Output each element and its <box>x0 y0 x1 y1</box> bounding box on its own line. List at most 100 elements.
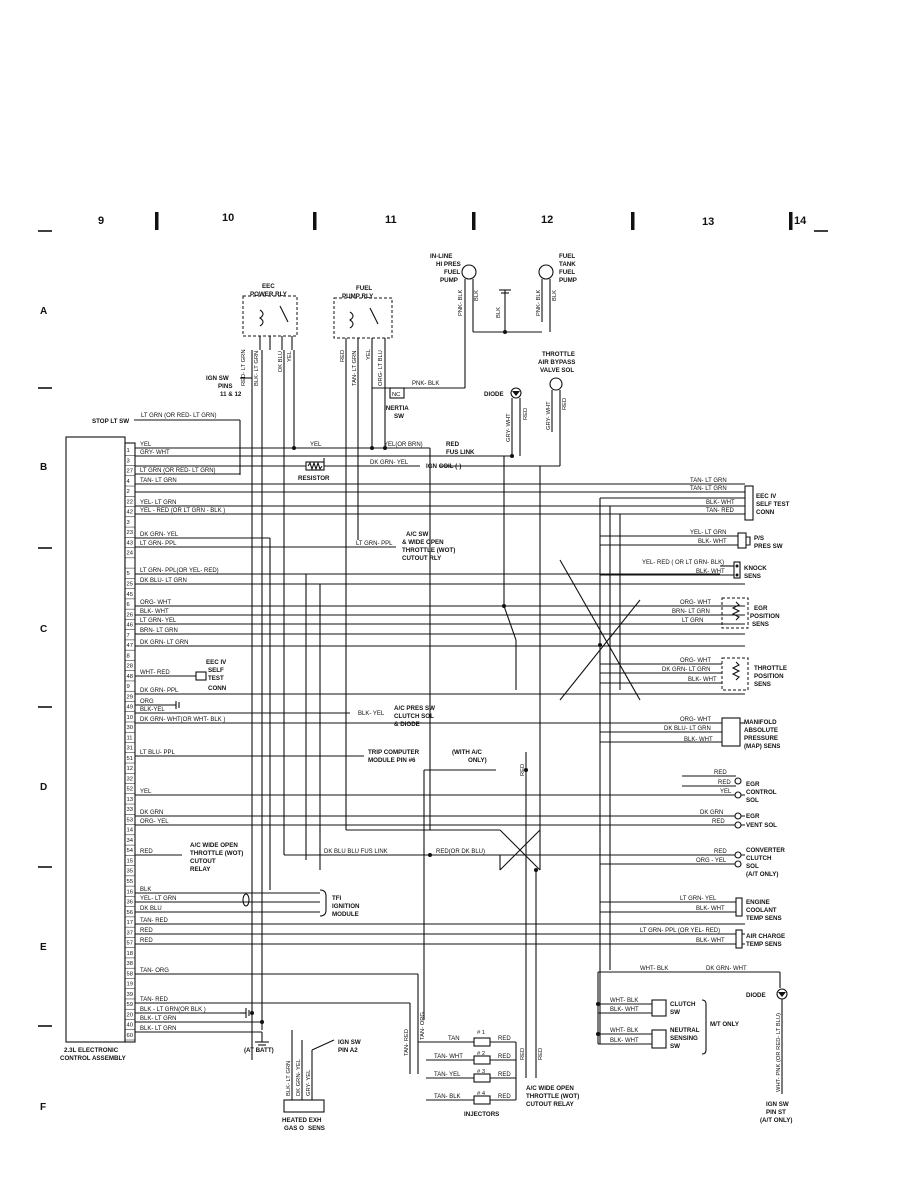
heated-exh-sensor: BLK- LT GRN DK GRN- YEL GRY- YEL HEATED … <box>282 1030 361 1132</box>
wire-yel-lt-grn-36: YEL- LT GRN <box>140 896 176 902</box>
self-test-48-3: TEST <box>208 675 224 682</box>
with-ac-label: (WITH A/C <box>452 749 483 756</box>
bypass-label-2: AIR BYPASS <box>538 359 575 366</box>
wire-v-red4: RED <box>520 764 526 776</box>
right-components: TAN- LT GRN TAN- LT GRN BLK- WHT TAN- RE… <box>597 478 792 1124</box>
ecu-pin-number: 8 <box>127 653 130 659</box>
wire-dk-grn-yel: DK GRN- YEL <box>370 460 409 466</box>
wire-v-red3: RED <box>562 398 568 410</box>
ecu-pin-number: 19 <box>127 982 133 988</box>
column-header: 9 10 11 12 13 14 <box>38 212 828 232</box>
wire-wht-red: WHT- RED <box>140 670 170 676</box>
wire-blk-lt-grn: BLK- LT GRN <box>140 1016 176 1022</box>
trip-label-2: MODULE PIN #6 <box>368 757 416 764</box>
ac-wot-left-3: CUTOUT <box>190 858 216 865</box>
row-e: E <box>40 942 47 953</box>
wire-tan: TAN <box>448 1036 460 1042</box>
ecu-pin-number: 25 <box>127 581 133 587</box>
tp-label-3: SENS <box>754 681 771 688</box>
ac-pres-label: A/C PRES SW <box>394 705 435 712</box>
col-14: 14 <box>794 215 807 227</box>
wire-org-yel: ORG- YEL <box>140 819 169 825</box>
bypass-label: THROTTLE <box>542 351 575 358</box>
wire-v-tan-org: TAN- ORG <box>420 1012 426 1040</box>
wire-yel-mid: YEL <box>310 442 322 448</box>
wire-yel-51: YEL <box>140 789 152 795</box>
wire-stop-lt: LT GRN (OR RED- LT GRN) <box>141 413 217 419</box>
wire-dk-blu-56: DK BLU <box>140 906 162 912</box>
ecu-pin-number: 1 <box>127 448 130 454</box>
wire-v-tan-lt-grn: TAN- LT GRN <box>352 351 358 386</box>
tp-label-2: POSITION <box>754 673 784 680</box>
ect-lt-grn-yel: LT GRN- YEL <box>680 896 717 902</box>
wire-v-gry-wht2: GRY- WHT <box>546 401 552 430</box>
ecu-pin-number: 23 <box>127 530 133 536</box>
red-inj-1: RED <box>498 1036 511 1042</box>
egrv-red: RED <box>712 819 725 825</box>
ecu-pin-number: 10 <box>127 715 133 721</box>
wire-dk-grn-yel-43: DK GRN- YEL <box>140 532 179 538</box>
row-header: A B C D E F <box>38 306 52 1113</box>
at-batt: (AT BATT) <box>244 1047 274 1054</box>
wire-org: ORG <box>140 699 154 705</box>
ecu-pin-number: 36 <box>127 900 133 906</box>
inertia-label: INERTIA <box>384 405 409 412</box>
inj-4: # 4 <box>477 1091 486 1097</box>
wire-gry-wht: GRY- WHT <box>140 450 170 456</box>
ign-st-3: (A/T ONLY) <box>760 1117 792 1124</box>
ect-blk-wht: BLK- WHT <box>696 906 725 912</box>
resistor-label: RESISTOR <box>298 475 330 482</box>
ecu-pin-number: 17 <box>127 920 133 926</box>
wire-dk-grn-wht: DK GRN- WHT(OR WHT- BLK ) <box>140 717 225 723</box>
inj-1: # 1 <box>477 1030 485 1036</box>
trip-label: TRIP COMPUTER <box>368 749 420 756</box>
map-blk-wht: BLK- WHT <box>684 737 713 743</box>
ac-wot-label-2: & WIDE OPEN <box>402 539 444 546</box>
neutral-label: NEUTRAL <box>670 1027 700 1034</box>
heated-exh-2: GAS O <box>284 1125 304 1132</box>
diode-label: DIODE <box>484 391 504 398</box>
clutch-label: CLUTCH <box>670 1001 696 1008</box>
fus-link-label-2: FUS LINK <box>446 449 475 456</box>
clutch-wht-blk: WHT- BLK <box>610 998 638 1004</box>
ecu-pin-number: 28 <box>127 664 133 670</box>
ecu-pin-number: 56 <box>127 910 133 916</box>
ecu-pin-number: 29 <box>127 694 133 700</box>
ect-label-2: COOLANT <box>746 907 777 914</box>
wire-lt-grn-ppl: LT GRN- PPL <box>140 541 177 547</box>
wire-org-wht: ORG- WHT <box>140 600 171 606</box>
cc-org-yel: ORG - YEL <box>696 858 727 864</box>
wire-blk-wht: BLK- WHT <box>140 609 169 615</box>
cc-label-3: SOL <box>746 863 759 870</box>
row-b: B <box>40 462 47 473</box>
col-12: 12 <box>541 214 553 226</box>
ecu-pin-number: 37 <box>127 930 133 936</box>
ecu-pin-number: 11 <box>127 735 133 741</box>
act-blk-wht: BLK- WHT <box>696 938 725 944</box>
ac-wot-bottom: A/C WIDE OPEN <box>526 1085 574 1092</box>
wire-lt-grn-yel: LT GRN- YEL <box>140 618 177 624</box>
tfi-label-3: MODULE <box>332 911 359 918</box>
row-a: A <box>40 306 47 317</box>
ign-sw-a2-2: PIN A2 <box>338 1047 358 1054</box>
wire-pnk-blk: PNK- BLK <box>412 381 439 387</box>
map-label-4: (MAP) SENS <box>744 743 780 750</box>
ecu-pin-number: 47 <box>127 643 133 649</box>
tank-fuel-pump: FUEL TANK FUEL PUMP PNK- BLK BLK <box>536 253 577 322</box>
ecu-pin-number: 16 <box>127 889 133 895</box>
pump-wiring: BLK PNK- BLK <box>400 289 551 389</box>
egrc-label-2: CONTROL <box>746 789 777 796</box>
inline-pump-label: IN-LINE <box>430 253 452 260</box>
ecu-pin-numbers: 1327422242323432452545626467478284892949… <box>125 448 135 1041</box>
ecu-pin-number: 52 <box>127 787 133 793</box>
fuel-pump-relay: FUEL PUMP RLY <box>333 285 393 350</box>
cc-label-2: CLUTCH <box>746 855 772 862</box>
wire-v-blk: BLK <box>474 290 480 301</box>
tp-dk-grn-lt-grn: DK GRN- LT GRN <box>662 667 710 673</box>
wire-lt-blu-ppl: LT BLU- PPL <box>140 750 175 756</box>
ecu-pin-number: 33 <box>127 807 133 813</box>
wire-blk-lt-grn-60: BLK- LT GRN <box>140 1026 176 1032</box>
wire-red-57: RED <box>140 938 153 944</box>
wire-v-dk-blu: DK BLU <box>278 351 284 372</box>
diode-right: DIODE <box>746 992 766 999</box>
